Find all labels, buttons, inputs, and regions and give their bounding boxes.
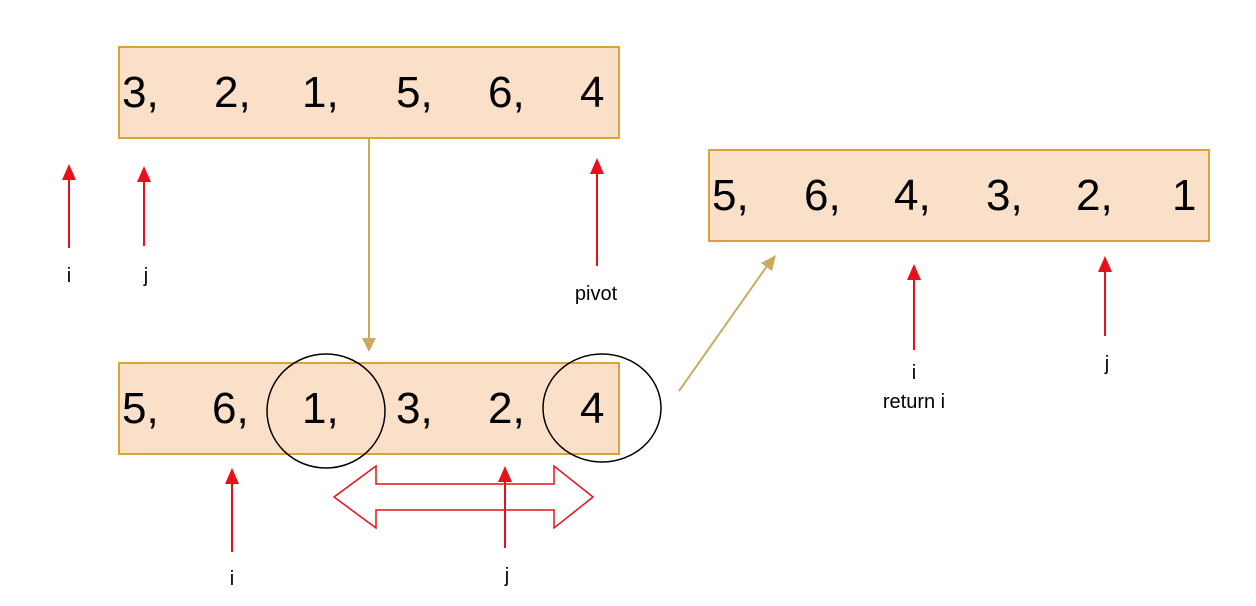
result-j-arrowhead bbox=[1098, 256, 1112, 272]
swap-double-arrow bbox=[332, 464, 595, 530]
result-array-box: 5, 6, 4, 3, 2, 1 bbox=[708, 149, 1210, 242]
partitioned-cell-5: 4 bbox=[580, 383, 605, 433]
flow-arrow-diagonal-head bbox=[761, 255, 776, 271]
partitioned-array-box: 5, 6, 1, 3, 2, 4 bbox=[118, 362, 620, 455]
initial-cell-0: 3, bbox=[122, 67, 159, 117]
initial-cell-3: 5, bbox=[396, 67, 433, 117]
result-cell-5: 1 bbox=[1172, 170, 1197, 220]
result-cell-3: 3, bbox=[986, 170, 1023, 220]
partitioned-cell-4: 2, bbox=[488, 383, 525, 433]
partitioned-cell-3: 3, bbox=[396, 383, 433, 433]
initial-j-arrowhead bbox=[137, 166, 151, 182]
result-cell-0: 5, bbox=[712, 170, 749, 220]
partition-i-arrowhead bbox=[225, 468, 239, 484]
initial-cell-1: 2, bbox=[214, 67, 251, 117]
initial-i-label: i bbox=[66, 265, 72, 287]
partition-i-label: i bbox=[229, 568, 235, 590]
initial-pivot-label: pivot bbox=[574, 283, 618, 305]
initial-array-box: 3, 2, 1, 5, 6, 4 bbox=[118, 46, 620, 139]
initial-j-label: j bbox=[143, 265, 149, 287]
partitioned-cell-0: 5, bbox=[122, 383, 159, 433]
result-i-arrowhead bbox=[907, 264, 921, 280]
partition-j-arrowhead bbox=[498, 466, 512, 482]
initial-cell-4: 6, bbox=[488, 67, 525, 117]
flow-arrow-diagonal bbox=[678, 265, 768, 392]
initial-pivot-arrowhead bbox=[590, 158, 604, 174]
partitioned-cell-1: 6, bbox=[212, 383, 249, 433]
result-cell-2: 4, bbox=[894, 170, 931, 220]
result-i-label: i bbox=[911, 362, 917, 384]
flow-arrow-down-head bbox=[362, 338, 376, 352]
initial-cell-5: 4 bbox=[580, 67, 605, 117]
initial-cell-2: 1, bbox=[302, 67, 339, 117]
partition-j-label: j bbox=[504, 565, 510, 587]
result-return-label: return i bbox=[882, 391, 946, 413]
result-j-label: j bbox=[1104, 353, 1110, 375]
result-cell-1: 6, bbox=[804, 170, 841, 220]
partitioned-cell-2: 1, bbox=[302, 383, 339, 433]
result-cell-4: 2, bbox=[1076, 170, 1113, 220]
initial-i-arrowhead bbox=[62, 164, 76, 180]
